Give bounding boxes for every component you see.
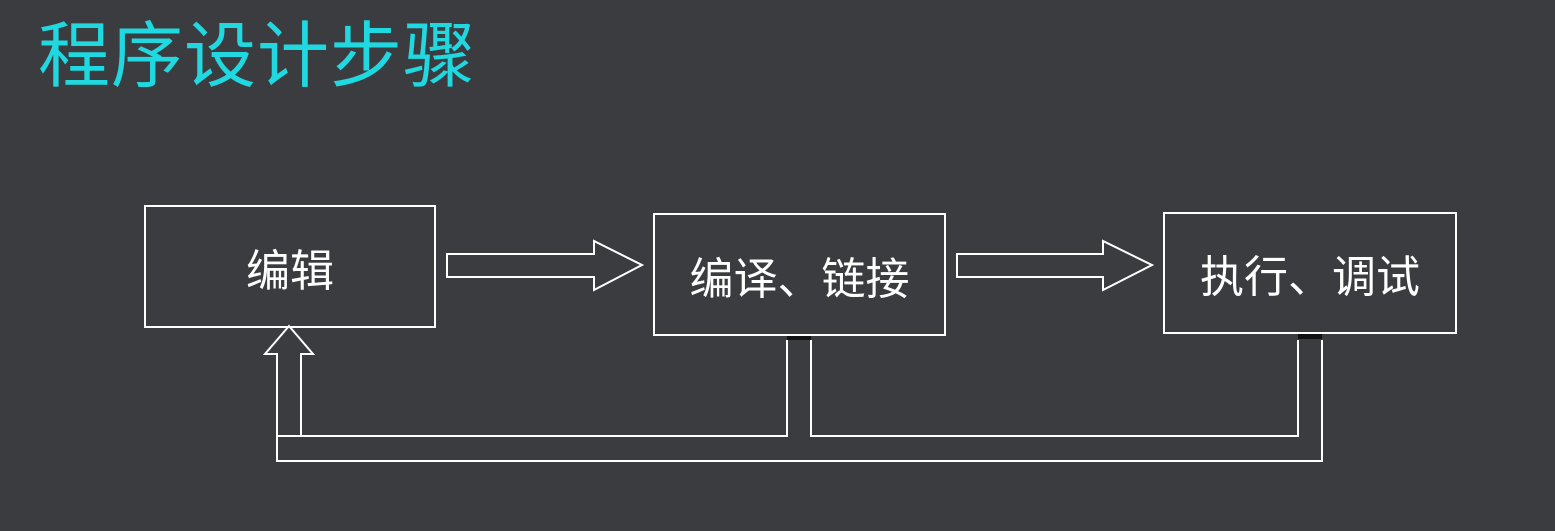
step-box-compile-link: 编译、链接: [653, 213, 946, 336]
feedback-outer-line: [262, 324, 1323, 462]
arrow-compile-to-run: [956, 239, 1155, 292]
connector-cap-run: [1298, 334, 1322, 339]
page-title: 程序设计步骤: [38, 14, 477, 98]
arrow-edit-to-compile: [446, 239, 645, 292]
feedback-inner-line-right: [810, 340, 1299, 437]
step-box-run-debug: 执行、调试: [1163, 212, 1457, 334]
step-label-compile-link: 编译、链接: [689, 253, 910, 305]
step-box-edit: 编辑: [144, 205, 436, 328]
feedback-inner-line-left: [277, 340, 788, 437]
connector-cap-compile: [787, 336, 811, 340]
step-label-run-debug: 执行、调试: [1200, 252, 1420, 303]
step-label-edit: 编辑: [246, 245, 334, 297]
